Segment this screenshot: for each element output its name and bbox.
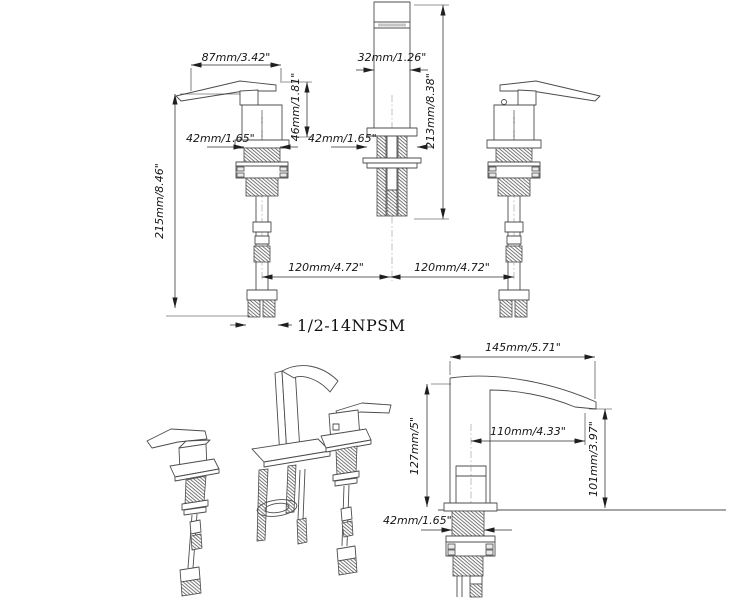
- dim-spout-total-height: 213mm/8.38": [414, 4, 449, 220]
- dim-label-42mm-middle: 42mm/1.65": [308, 132, 377, 145]
- top-view-left-handle: [175, 80, 290, 318]
- dim-label-101mm: 101mm/3.97": [587, 421, 600, 497]
- top-view-right-handle: [486, 80, 601, 318]
- dim-label-87mm: 87mm/3.42": [202, 51, 271, 64]
- dim-label-215mm: 215mm/8.46": [153, 163, 166, 239]
- thread-spec-callout: 1/2-14NPSM: [230, 316, 406, 335]
- side-view-spout-body: [438, 375, 726, 598]
- dim-label-120mm-left: 120mm/4.72": [288, 261, 364, 274]
- dim-handle-width: 87mm/3.42": [190, 51, 282, 91]
- brand-band: [378, 23, 406, 27]
- dim-total-height: 215mm/8.46": [153, 93, 250, 317]
- perspective-left-handle: [146, 428, 220, 597]
- dim-label-110mm: 110mm/4.33": [490, 425, 566, 438]
- perspective-spout: [251, 365, 339, 545]
- thread-spec-label: 1/2-14NPSM: [297, 316, 406, 335]
- side-view: 145mm/5.71" 110mm/4.33" 127mm/5" 101mm/3…: [383, 341, 726, 598]
- perspective-view: [146, 365, 392, 597]
- dim-label-32mm: 32mm/1.26": [358, 51, 427, 64]
- dim-shank-left: 42mm/1.65": [186, 132, 298, 150]
- dim-label-213mm: 213mm/8.38": [424, 73, 437, 149]
- handle-pivot-dot: [501, 99, 507, 105]
- dim-handle-height: 46mm/1.81": [282, 73, 313, 142]
- dim-spacing-right: 120mm/4.72": [390, 261, 514, 280]
- dim-label-120mm-right: 120mm/4.72": [414, 261, 490, 274]
- dim-label-42mm-side: 42mm/1.65": [383, 514, 452, 527]
- top-view: 87mm/3.42" 32mm/1.26" 46mm/1.81" 213mm/8…: [153, 1, 601, 335]
- dim-spout-reach-total: 145mm/5.71": [449, 341, 596, 399]
- top-view-spout: [362, 1, 422, 281]
- dim-label-145mm: 145mm/5.71": [485, 341, 561, 354]
- dim-label-42mm-left: 42mm/1.65": [186, 132, 255, 145]
- dim-body-height: 127mm/5": [408, 383, 451, 507]
- dim-shank-side: 42mm/1.65": [383, 514, 512, 533]
- dim-spacing-left: 120mm/4.72": [262, 261, 390, 280]
- dim-label-127mm: 127mm/5": [408, 417, 421, 475]
- dim-shank-middle: 42mm/1.65": [308, 132, 434, 150]
- dim-outlet-height: 101mm/3.97": [587, 408, 612, 508]
- perspective-right-handle: [320, 402, 392, 576]
- dim-spout-reach-outlet: 110mm/4.33": [471, 413, 586, 445]
- dim-label-46mm: 46mm/1.81": [289, 73, 302, 142]
- dim-spout-width: 32mm/1.26": [356, 51, 428, 73]
